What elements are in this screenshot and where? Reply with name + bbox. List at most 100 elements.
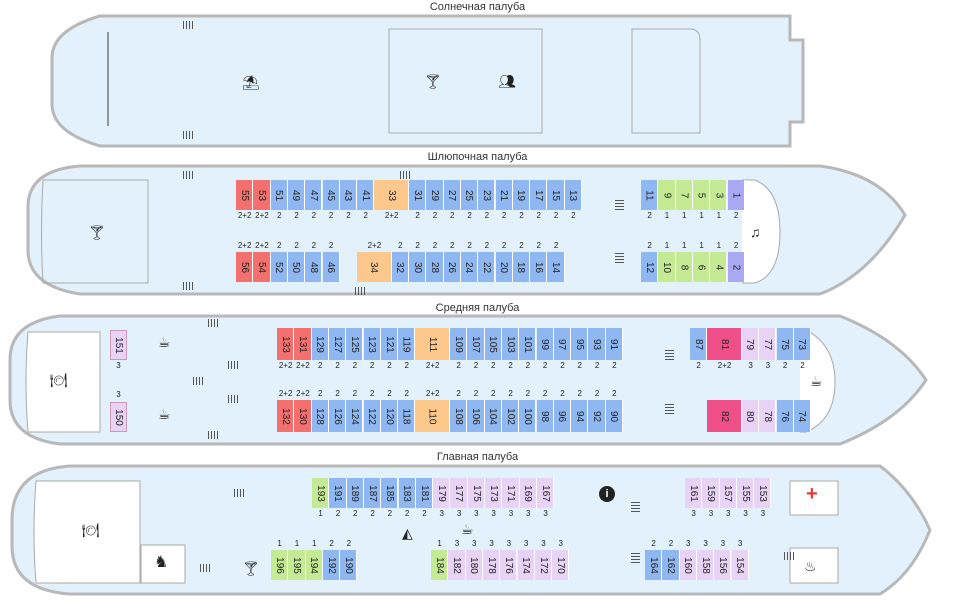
cabin-193[interactable]: 193 xyxy=(312,478,330,508)
cabin-153[interactable]: 153 xyxy=(754,478,772,508)
cabin-8[interactable]: 8 xyxy=(675,252,693,282)
cabin-101[interactable]: 101 xyxy=(519,328,537,360)
cabin-185[interactable]: 185 xyxy=(381,478,399,508)
cabin-98[interactable]: 98 xyxy=(536,400,554,432)
cabin-109[interactable]: 109 xyxy=(450,328,468,360)
cabin-77[interactable]: 77 xyxy=(759,328,777,360)
cabin-73[interactable]: 73 xyxy=(793,328,812,360)
cabin-14[interactable]: 14 xyxy=(547,252,565,282)
cabin-10[interactable]: 10 xyxy=(658,252,676,282)
cabin-124[interactable]: 124 xyxy=(346,400,364,432)
cabin-93[interactable]: 93 xyxy=(588,328,606,360)
cabin-87[interactable]: 87 xyxy=(690,328,708,360)
cabin-55[interactable]: 55 xyxy=(236,180,254,210)
cabin-175[interactable]: 175 xyxy=(467,478,485,508)
cabin-159[interactable]: 159 xyxy=(702,478,720,508)
cabin-120[interactable]: 120 xyxy=(380,400,399,432)
cabin-108[interactable]: 108 xyxy=(450,400,468,432)
cabin-107[interactable]: 107 xyxy=(467,328,485,360)
cabin-157[interactable]: 157 xyxy=(719,478,737,508)
music-icon[interactable]: ♫ xyxy=(750,224,761,240)
dining-icon[interactable]: 🍽︎ xyxy=(82,522,100,538)
cabin-131[interactable]: 131 xyxy=(294,328,312,360)
cabin-74[interactable]: 74 xyxy=(793,400,812,432)
cabin-43[interactable]: 43 xyxy=(339,180,358,210)
cabin-173[interactable]: 173 xyxy=(485,478,503,508)
cabin-99[interactable]: 99 xyxy=(536,328,554,360)
cabin-172[interactable]: 172 xyxy=(534,550,553,580)
cabin-176[interactable]: 176 xyxy=(500,550,518,580)
cabin-110[interactable]: 110 xyxy=(415,400,450,432)
cabin-132[interactable]: 132 xyxy=(277,400,295,432)
cabin-78[interactable]: 78 xyxy=(759,400,777,432)
cabin-27[interactable]: 27 xyxy=(443,180,461,210)
cabin-11[interactable]: 11 xyxy=(641,180,659,210)
cabin-187[interactable]: 187 xyxy=(363,478,382,508)
cabin-183[interactable]: 183 xyxy=(398,478,416,508)
cabin-24[interactable]: 24 xyxy=(460,252,479,282)
rocking-horse-icon[interactable]: ♞ xyxy=(154,554,169,571)
cabin-1[interactable]: 1 xyxy=(727,180,745,210)
cabin-21[interactable]: 21 xyxy=(495,180,513,210)
cabin-151[interactable]: 151 xyxy=(110,330,127,360)
cabin-95[interactable]: 95 xyxy=(571,328,589,360)
cabin-45[interactable]: 45 xyxy=(322,180,340,210)
cabin-12[interactable]: 12 xyxy=(641,252,659,282)
cabin-129[interactable]: 129 xyxy=(311,328,329,360)
cabin-4[interactable]: 4 xyxy=(710,252,728,282)
cabin-13[interactable]: 13 xyxy=(564,180,582,210)
cabin-82[interactable]: 82 xyxy=(707,400,742,432)
cabin-178[interactable]: 178 xyxy=(482,550,501,580)
cabin-184[interactable]: 184 xyxy=(431,550,449,580)
cabin-30[interactable]: 30 xyxy=(409,252,427,282)
cabin-96[interactable]: 96 xyxy=(553,400,572,432)
cabin-133[interactable]: 133 xyxy=(277,328,295,360)
sauna-icon[interactable]: ♨ xyxy=(804,558,817,574)
cabin-119[interactable]: 119 xyxy=(398,328,416,360)
cabin-121[interactable]: 121 xyxy=(380,328,399,360)
cabin-3[interactable]: 3 xyxy=(710,180,728,210)
cabin-15[interactable]: 15 xyxy=(547,180,565,210)
cabin-103[interactable]: 103 xyxy=(501,328,520,360)
cabin-20[interactable]: 20 xyxy=(495,252,513,282)
cabin-190[interactable]: 190 xyxy=(340,550,358,580)
cabin-100[interactable]: 100 xyxy=(519,400,537,432)
cabin-50[interactable]: 50 xyxy=(287,252,306,282)
cabin-19[interactable]: 19 xyxy=(512,180,531,210)
cabin-76[interactable]: 76 xyxy=(776,400,794,432)
cabin-56[interactable]: 56 xyxy=(236,252,254,282)
cabin-174[interactable]: 174 xyxy=(517,550,535,580)
cabin-16[interactable]: 16 xyxy=(530,252,548,282)
cabin-130[interactable]: 130 xyxy=(294,400,312,432)
cabin-169[interactable]: 169 xyxy=(519,478,537,508)
cabin-177[interactable]: 177 xyxy=(450,478,468,508)
cabin-23[interactable]: 23 xyxy=(478,180,496,210)
cabin-128[interactable]: 128 xyxy=(311,400,329,432)
cabin-2[interactable]: 2 xyxy=(727,252,745,282)
cabin-47[interactable]: 47 xyxy=(305,180,323,210)
cabin-104[interactable]: 104 xyxy=(484,400,502,432)
cabin-158[interactable]: 158 xyxy=(696,550,715,580)
cabin-170[interactable]: 170 xyxy=(552,550,570,580)
cabin-52[interactable]: 52 xyxy=(270,252,288,282)
cabin-33[interactable]: 33 xyxy=(374,180,409,210)
cabin-105[interactable]: 105 xyxy=(484,328,502,360)
cabin-195[interactable]: 195 xyxy=(288,550,306,580)
cabin-22[interactable]: 22 xyxy=(478,252,496,282)
cabin-127[interactable]: 127 xyxy=(328,328,347,360)
cabin-154[interactable]: 154 xyxy=(731,550,749,580)
cabin-9[interactable]: 9 xyxy=(658,180,676,210)
cabin-54[interactable]: 54 xyxy=(253,252,271,282)
cabin-126[interactable]: 126 xyxy=(328,400,347,432)
cabin-150[interactable]: 150 xyxy=(110,402,127,432)
info-icon[interactable]: i xyxy=(599,486,615,502)
cabin-32[interactable]: 32 xyxy=(391,252,409,282)
cabin-125[interactable]: 125 xyxy=(346,328,364,360)
red-cross-icon[interactable]: + xyxy=(806,483,818,505)
cabin-192[interactable]: 192 xyxy=(322,550,341,580)
cabin-189[interactable]: 189 xyxy=(346,478,364,508)
cabin-18[interactable]: 18 xyxy=(512,252,531,282)
cabin-182[interactable]: 182 xyxy=(448,550,466,580)
cabin-97[interactable]: 97 xyxy=(553,328,572,360)
cabin-26[interactable]: 26 xyxy=(443,252,461,282)
